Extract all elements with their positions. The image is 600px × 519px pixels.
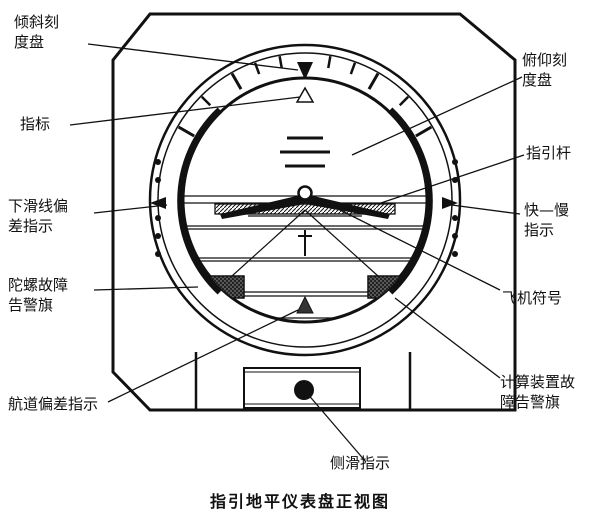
figure-caption: 指引地平仪表盘正视图 xyxy=(209,492,390,511)
bank-tick xyxy=(278,56,283,69)
command-bars xyxy=(220,194,390,219)
instrument-case xyxy=(111,12,517,412)
label-course-deviation: 航道偏差指示 xyxy=(8,395,99,413)
label-computer-flag-line2: 障告警旗 xyxy=(500,393,561,411)
bank-tick xyxy=(200,95,212,107)
label-aircraft-symbol: 飞机符号 xyxy=(502,289,563,307)
leader-lines xyxy=(69,43,525,463)
label-slip-indicator: 侧滑指示 xyxy=(330,454,391,472)
sphere-frame-right xyxy=(387,107,433,295)
label-bank-scale: 倾斜刻 度盘 xyxy=(14,12,59,52)
label-glideslope-line1: 下滑线偏 xyxy=(8,197,69,215)
sphere-frame-left xyxy=(177,107,223,295)
slip-indicator-housing xyxy=(194,352,412,410)
perspective-lines xyxy=(231,209,379,277)
label-glideslope-deviation: 下滑线偏 差指示 xyxy=(8,196,68,236)
bank-tick xyxy=(367,72,380,90)
label-pitch-scale-line2: 度盘 xyxy=(522,71,553,89)
label-pitch-scale: 俯仰刻 度盘 xyxy=(522,50,567,90)
runway-marks xyxy=(298,230,312,256)
label-gyro-flag-line1: 陀螺故障 xyxy=(8,276,69,294)
label-gyro-flag-line2: 告警旗 xyxy=(8,296,54,314)
bank-index-pointer xyxy=(297,62,313,80)
label-glideslope-line2: 差指示 xyxy=(8,217,54,235)
bank-scale-ticks xyxy=(177,56,433,138)
label-pitch-scale-line1: 俯仰刻 xyxy=(522,51,568,69)
side-dots xyxy=(155,159,458,257)
label-bank-scale-line1: 倾斜刻 xyxy=(14,13,60,31)
label-fast-slow: 快—慢 指示 xyxy=(524,200,569,240)
bezel-outer xyxy=(148,43,462,357)
label-bank-scale-line2: 度盘 xyxy=(14,33,45,51)
pitch-scale-marks xyxy=(280,136,330,168)
bank-tick xyxy=(349,62,357,75)
label-fast-slow-line2: 指示 xyxy=(524,221,555,239)
label-fast-slow-line1: 快—慢 xyxy=(524,201,570,219)
bank-tick xyxy=(177,125,195,138)
bank-tick xyxy=(415,125,433,138)
fast-slow-pointer-right xyxy=(442,197,458,209)
bank-tick xyxy=(230,72,243,90)
aircraft-symbol-center xyxy=(297,185,313,201)
label-computer-flag: 计算装置故 障告警旗 xyxy=(500,372,575,412)
label-gyro-flag: 陀螺故障 告警旗 xyxy=(8,275,68,315)
label-computer-flag-line1: 计算装置故 xyxy=(500,373,576,391)
label-index: 指标 xyxy=(20,115,51,133)
label-command-bar: 指引杆 xyxy=(526,144,572,162)
bank-tick xyxy=(398,95,410,107)
bank-tick xyxy=(327,56,332,69)
index-marker xyxy=(295,86,315,103)
course-deviation-pointer xyxy=(296,295,314,314)
